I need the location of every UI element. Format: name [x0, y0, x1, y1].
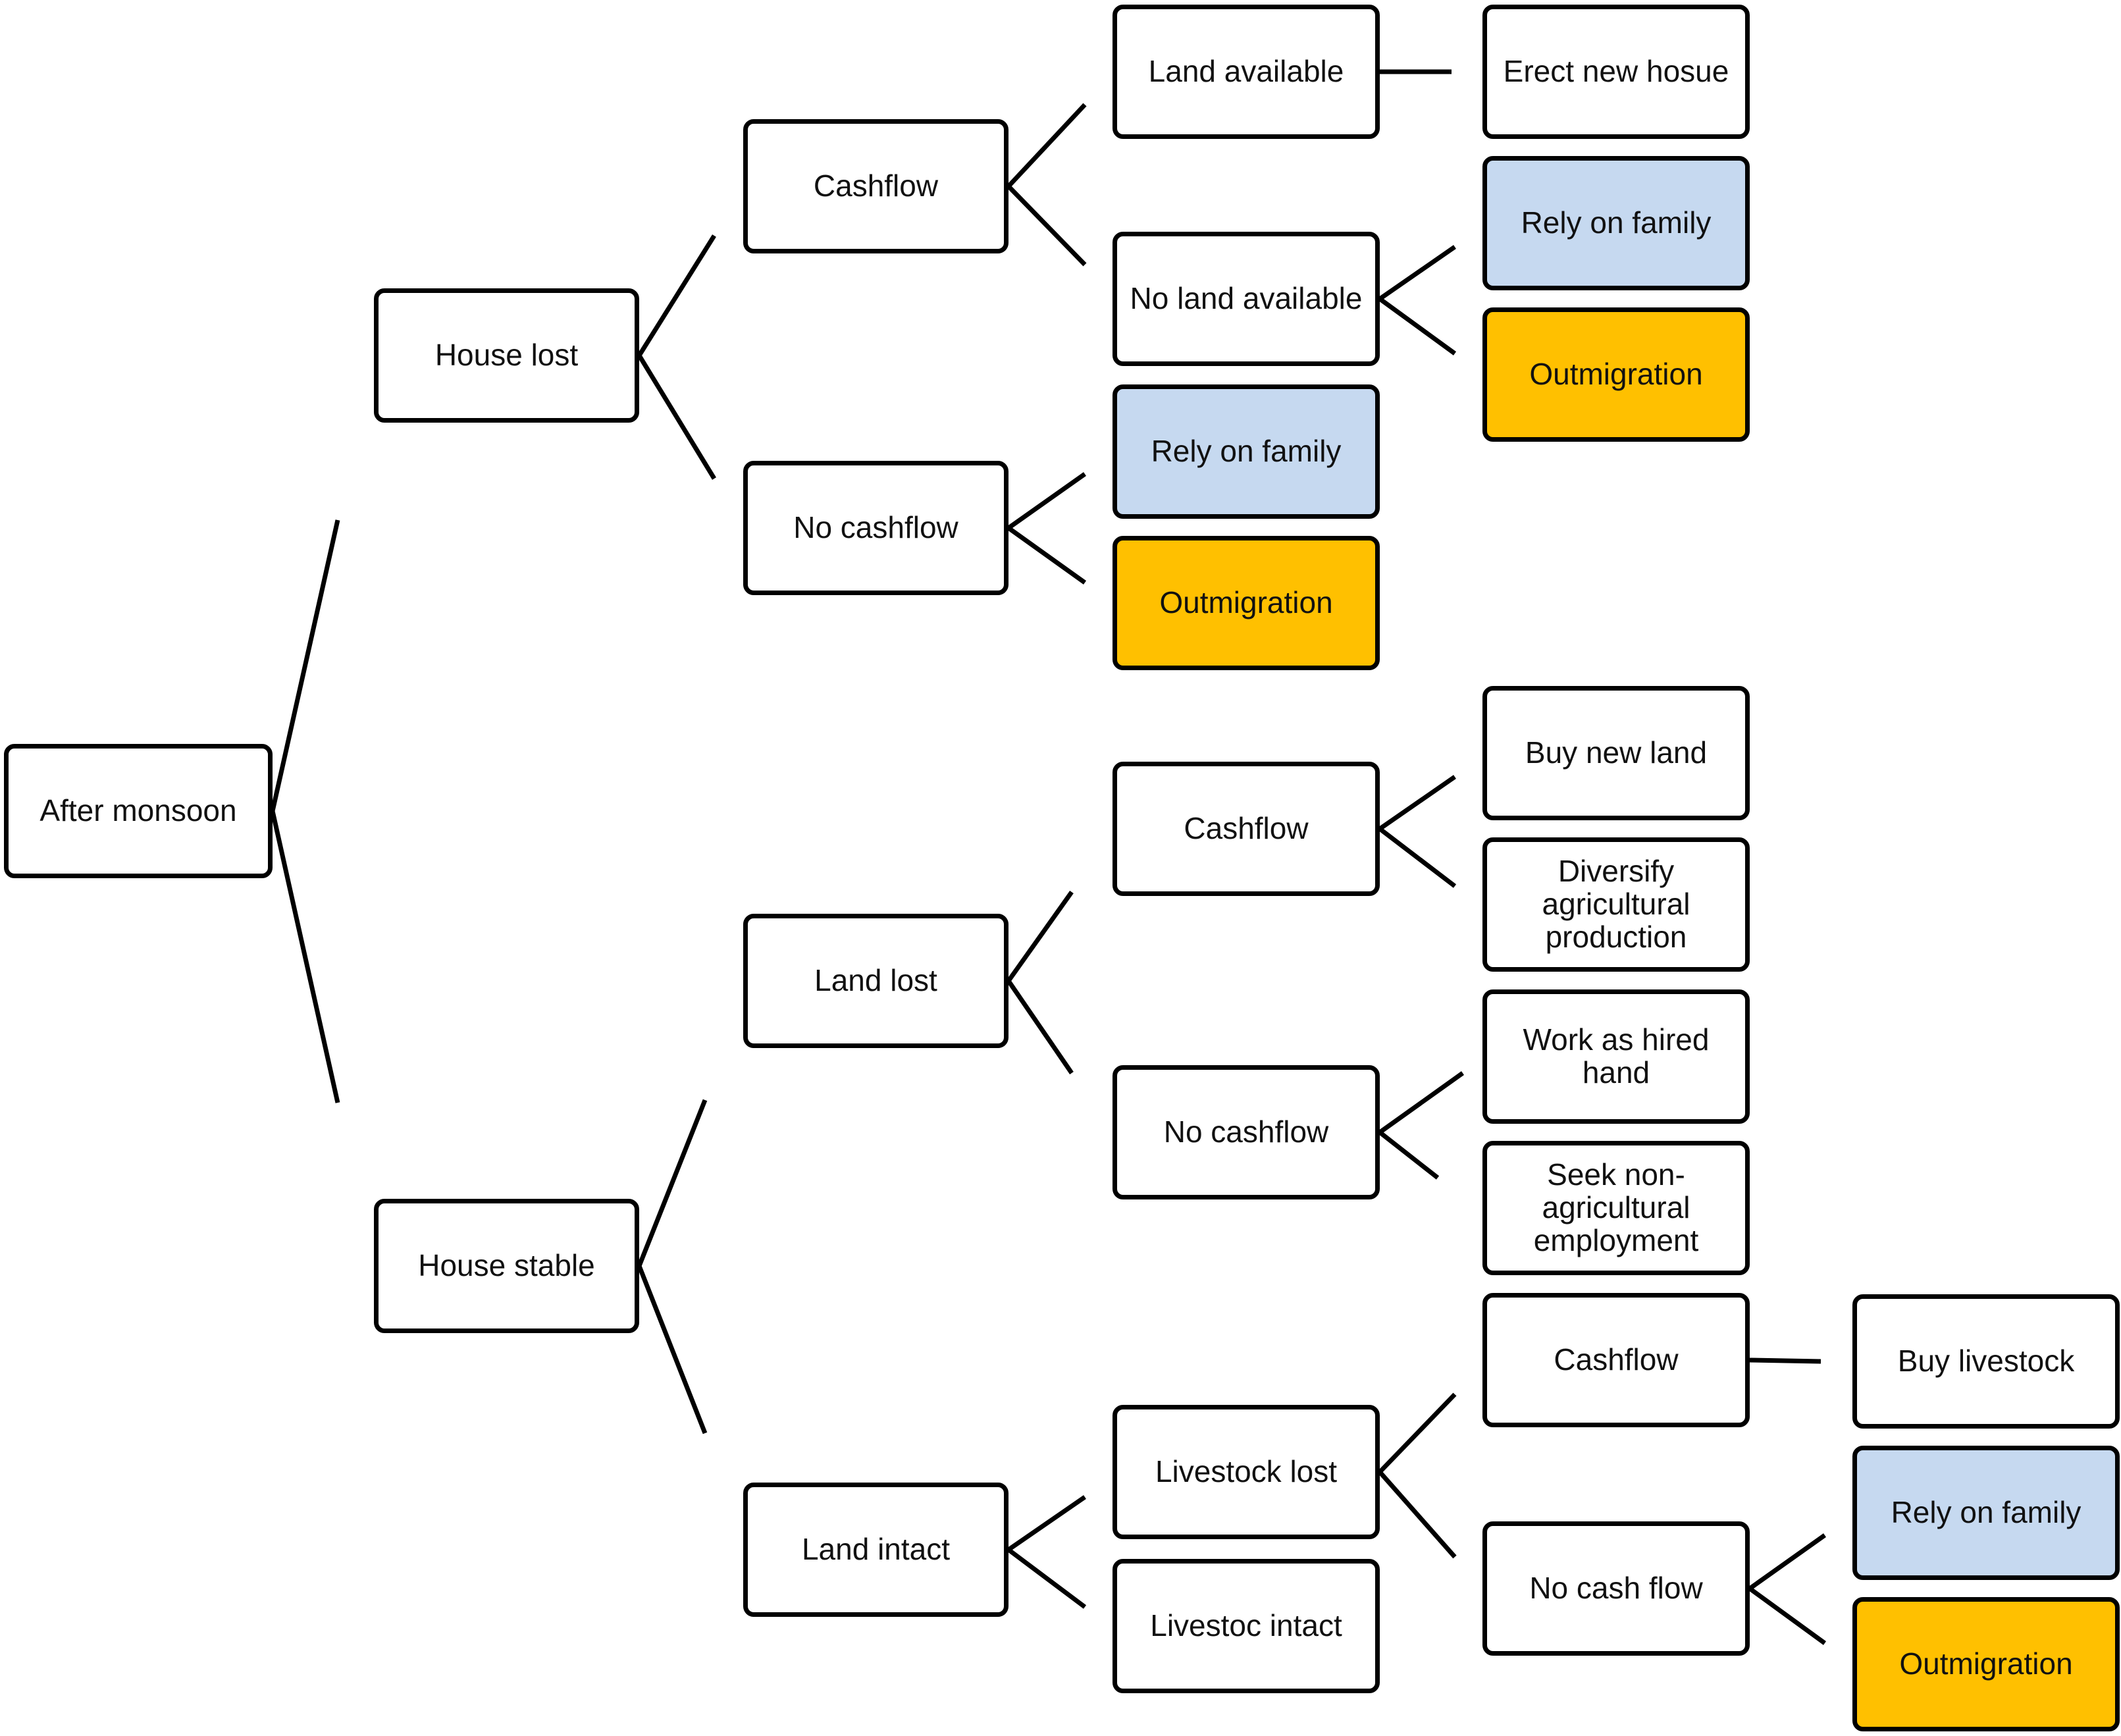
edge-land-lost-no-cashflow	[1007, 980, 1074, 1074]
node-land-intact: Land intact	[743, 1483, 1008, 1617]
node-no-cash-flow-livestock: No cash flow	[1482, 1521, 1750, 1656]
edge-ll-cashflow-diversify	[1378, 827, 1457, 888]
node-diversify-production: Diversify agricultural production	[1482, 837, 1750, 972]
node-buy-new-land: Buy new land	[1482, 686, 1750, 820]
node-no-cashflow-land-lost: No cashflow	[1113, 1065, 1380, 1199]
edge-root-house-stable	[270, 810, 340, 1103]
node-house-stable: House stable	[374, 1199, 639, 1333]
edge-cashflow-land-available	[1007, 103, 1087, 188]
node-buy-livestock: Buy livestock	[1852, 1294, 2120, 1429]
node-livestock-intact: Livestoc intact	[1113, 1559, 1380, 1693]
node-land-lost: Land lost	[743, 914, 1008, 1048]
edge-no-land-outmigration	[1378, 297, 1457, 355]
node-erect-new-house: Erect new hosue	[1482, 5, 1750, 139]
edge-no-land-family	[1378, 245, 1456, 301]
node-work-as-hired-hand: Work as hired hand	[1482, 989, 1750, 1124]
node-seek-non-ag-employment: Seek non- agricultural employment	[1482, 1141, 1750, 1275]
node-cashflow-house-lost: Cashflow	[743, 119, 1008, 253]
edge-ls-cashflow-buy-livestock	[1749, 1357, 1821, 1364]
node-rely-on-family-no-land: Rely on family	[1482, 156, 1750, 290]
node-cashflow-land-lost: Cashflow	[1113, 762, 1380, 896]
node-no-cashflow-house-lost: No cashflow	[743, 461, 1008, 595]
edge-land-intact-livestock-intact	[1007, 1548, 1087, 1609]
node-outmigration-livestock: Outmigration	[1852, 1597, 2120, 1731]
edge-ls-no-cash-family	[1748, 1533, 1827, 1591]
edge-land-intact-livestock-lost	[1007, 1495, 1086, 1552]
edge-ll-no-cashflow-hired	[1378, 1071, 1465, 1134]
edge-house-stable-land-lost	[637, 1099, 708, 1267]
edge-livestock-lost-no-cash-flow	[1378, 1470, 1457, 1559]
edge-house-lost-cashflow	[637, 234, 716, 357]
edge-no-cashflow-family	[1007, 472, 1087, 530]
edge-land-lost-cashflow	[1007, 890, 1074, 983]
edge-root-house-lost	[270, 519, 340, 812]
edge-ls-no-cash-outmigration	[1748, 1587, 1827, 1645]
node-outmigration-no-land: Outmigration	[1482, 307, 1750, 442]
edge-house-stable-land-intact	[637, 1265, 708, 1434]
node-cashflow-livestock: Cashflow	[1482, 1293, 1750, 1427]
edge-no-cashflow-outmigration	[1007, 526, 1087, 585]
edge-livestock-lost-cashflow	[1378, 1392, 1457, 1474]
node-outmigration-no-cashflow: Outmigration	[1113, 536, 1380, 670]
edge-ll-no-cashflow-nonag	[1378, 1130, 1440, 1180]
edge-house-lost-no-cashflow	[637, 354, 716, 480]
node-land-available: Land available	[1113, 5, 1380, 139]
edge-ll-cashflow-buy-land	[1378, 775, 1456, 831]
node-rely-on-family-livestock: Rely on family	[1852, 1446, 2120, 1580]
node-after-monsoon: After monsoon	[4, 744, 273, 878]
node-rely-on-family-no-cashflow: Rely on family	[1113, 384, 1380, 519]
node-no-land-available: No land available	[1113, 232, 1380, 366]
node-livestock-lost: Livestock lost	[1113, 1405, 1380, 1539]
node-house-lost: House lost	[374, 288, 639, 423]
edge-cashflow-no-land-available	[1007, 184, 1087, 267]
